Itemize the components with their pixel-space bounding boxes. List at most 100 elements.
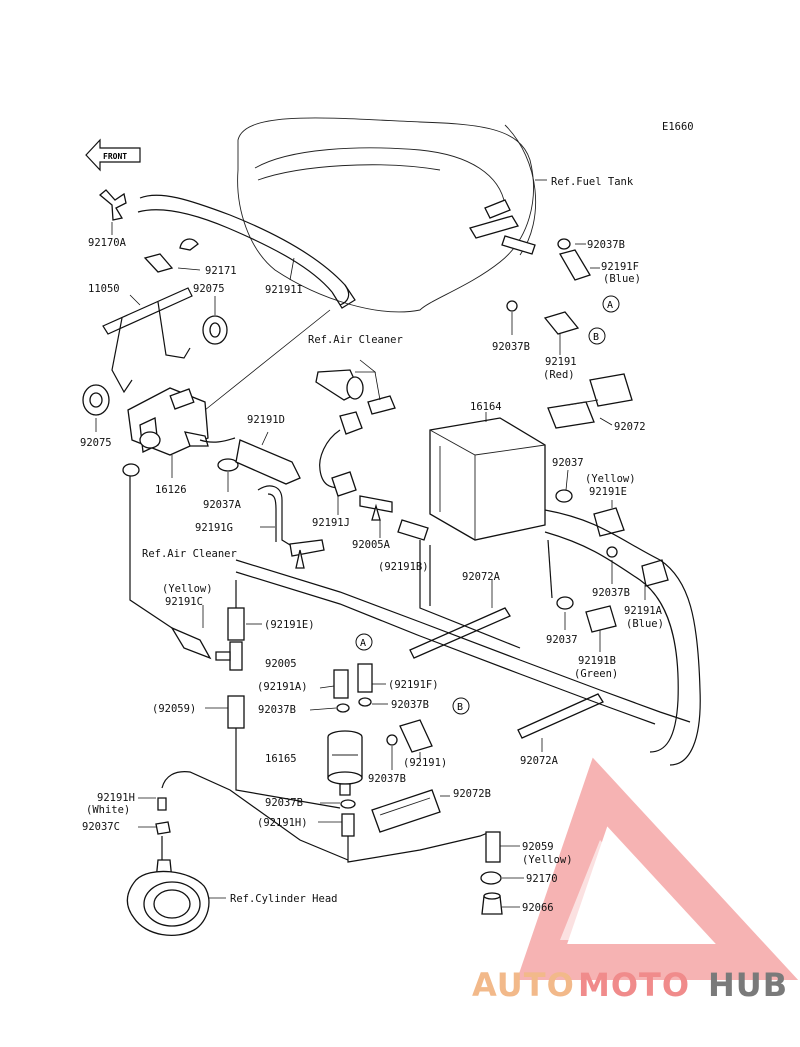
- front-arrow: FRONT: [85, 138, 141, 172]
- marker-b-top: B: [588, 327, 606, 345]
- hose-92191h: [157, 771, 349, 861]
- ref-air-cleaner-left: Ref.Air Cleaner: [142, 548, 237, 560]
- grommet-92075-a: [202, 315, 228, 345]
- grommet-92075-b: [82, 384, 110, 416]
- filter-lower-fittings: [340, 799, 491, 863]
- clip-92170: [480, 871, 502, 885]
- leader-lines: [95, 179, 646, 908]
- t-joint-left: [289, 539, 325, 569]
- hose-92059: [485, 831, 501, 863]
- label-11050: 11050: [88, 283, 120, 295]
- watermark-logo: [516, 757, 799, 980]
- svg-text:MOTO: MOTO: [578, 966, 690, 1004]
- label-92059: 92059: [522, 841, 554, 853]
- svg-text:A: A: [607, 300, 613, 311]
- label-92037-a: 92037: [552, 457, 584, 469]
- joint-92005a: [359, 495, 393, 521]
- hose-92191e-paren: [227, 607, 245, 641]
- hose-92191d: [235, 439, 301, 485]
- label-92005a: 92005A: [352, 539, 391, 551]
- svg-text:HUB: HUB: [708, 966, 788, 1004]
- clip-92171: [143, 238, 199, 273]
- watermark-text: AUTO MOTO HUB: [472, 966, 788, 1004]
- cylinder-head-adapter: [126, 836, 210, 936]
- label-92191f-paren: (92191F): [388, 679, 439, 691]
- svg-text:A: A: [360, 638, 366, 649]
- center-stack: [333, 663, 373, 713]
- hose-92059-paren: [227, 695, 245, 729]
- label-92191f-color: (Blue): [603, 273, 641, 285]
- label-92066: 92066: [522, 902, 554, 914]
- label-92075-b: 92075: [80, 437, 112, 449]
- label-92037b-r: 92037B: [592, 587, 630, 599]
- label-92037b-c3: 92037B: [368, 773, 406, 785]
- label-92037c: 92037C: [82, 821, 120, 833]
- svg-text:AUTO: AUTO: [472, 966, 575, 1004]
- label-92037b-c4: 92037B: [265, 797, 303, 809]
- label-92191i: 92191I: [265, 284, 303, 296]
- hose-92191b-small: [397, 519, 429, 541]
- label-92072a-bot: 92072A: [520, 755, 559, 767]
- air-cleaner-connectors: [315, 369, 396, 489]
- label-92191-paren: (92191): [403, 757, 447, 769]
- ref-air-cleaner-top: Ref.Air Cleaner: [308, 334, 403, 346]
- front-label: FRONT: [103, 152, 127, 161]
- label-92072b: 92072B: [453, 788, 491, 800]
- label-92072a-top: 92072A: [462, 571, 501, 583]
- label-16164: 16164: [470, 401, 502, 413]
- label-92191b: 92191B: [578, 655, 616, 667]
- cap-92066: [481, 892, 503, 915]
- hose-92191g: [257, 485, 296, 549]
- label-16126: 16126: [155, 484, 187, 496]
- hose-92191-paren: [386, 719, 433, 753]
- label-92170: 92170: [526, 873, 558, 885]
- ref-cylinder-head: Ref.Cylinder Head: [230, 893, 337, 905]
- label-92191f: 92191F: [601, 261, 639, 273]
- label-92059-color: (Yellow): [522, 854, 573, 866]
- label-92037a: 92037A: [203, 499, 242, 511]
- clip-92170a: [98, 189, 127, 221]
- hose-92191j: [331, 471, 357, 497]
- strap-92072b: [371, 789, 441, 833]
- center-hoses: [235, 540, 691, 725]
- label-92191a-paren: (92191A): [257, 681, 308, 693]
- label-92037-b: 92037: [546, 634, 578, 646]
- label-92037b-c2: 92037B: [391, 699, 429, 711]
- label-92191-color: (Red): [543, 369, 575, 381]
- hose-92191i: [137, 194, 356, 309]
- marker-a-center: A: [355, 633, 373, 651]
- clip-92037a: [217, 458, 239, 472]
- canister-16164: [429, 417, 546, 541]
- diagram-code: E1660: [662, 121, 694, 133]
- label-92191d: 92191D: [247, 414, 285, 426]
- valve-16126: [127, 387, 209, 456]
- label-92191b-paren: (92191B): [378, 561, 429, 573]
- label-92005: 92005: [265, 658, 297, 670]
- marker-b-center: B: [452, 697, 470, 715]
- ref-fuel-tank: Ref.Fuel Tank: [551, 176, 634, 188]
- label-92170a: 92170A: [88, 237, 127, 249]
- label-92191c: 92191C: [165, 596, 203, 608]
- label-92191e-paren: (92191E): [264, 619, 315, 631]
- svg-text:B: B: [593, 332, 599, 343]
- label-92191g: 92191G: [195, 522, 233, 534]
- joint-92005: [215, 641, 243, 671]
- label-92072: 92072: [614, 421, 646, 433]
- filter-16165: [327, 730, 363, 796]
- hose-92191c: [170, 626, 212, 660]
- label-92191e: 92191E: [589, 486, 627, 498]
- label-92171: 92171: [205, 265, 237, 277]
- label-92059-paren: (92059): [152, 703, 196, 715]
- svg-text:B: B: [457, 702, 463, 713]
- label-92075-a: 92075: [193, 283, 225, 295]
- label-92037b-c1: 92037B: [258, 704, 296, 716]
- label-92191a: 92191A: [624, 605, 663, 617]
- bracket-11050: [102, 287, 193, 394]
- label-92191b-color: (Green): [574, 668, 618, 680]
- strap-92072a-top: [409, 607, 511, 659]
- label-92191j: 92191J: [312, 517, 350, 529]
- label-92037b-top: 92037B: [587, 239, 625, 251]
- marker-a-top: A: [602, 295, 620, 313]
- label-92191h-paren: (92191H): [257, 817, 308, 829]
- label-92037b-mid: 92037B: [492, 341, 530, 353]
